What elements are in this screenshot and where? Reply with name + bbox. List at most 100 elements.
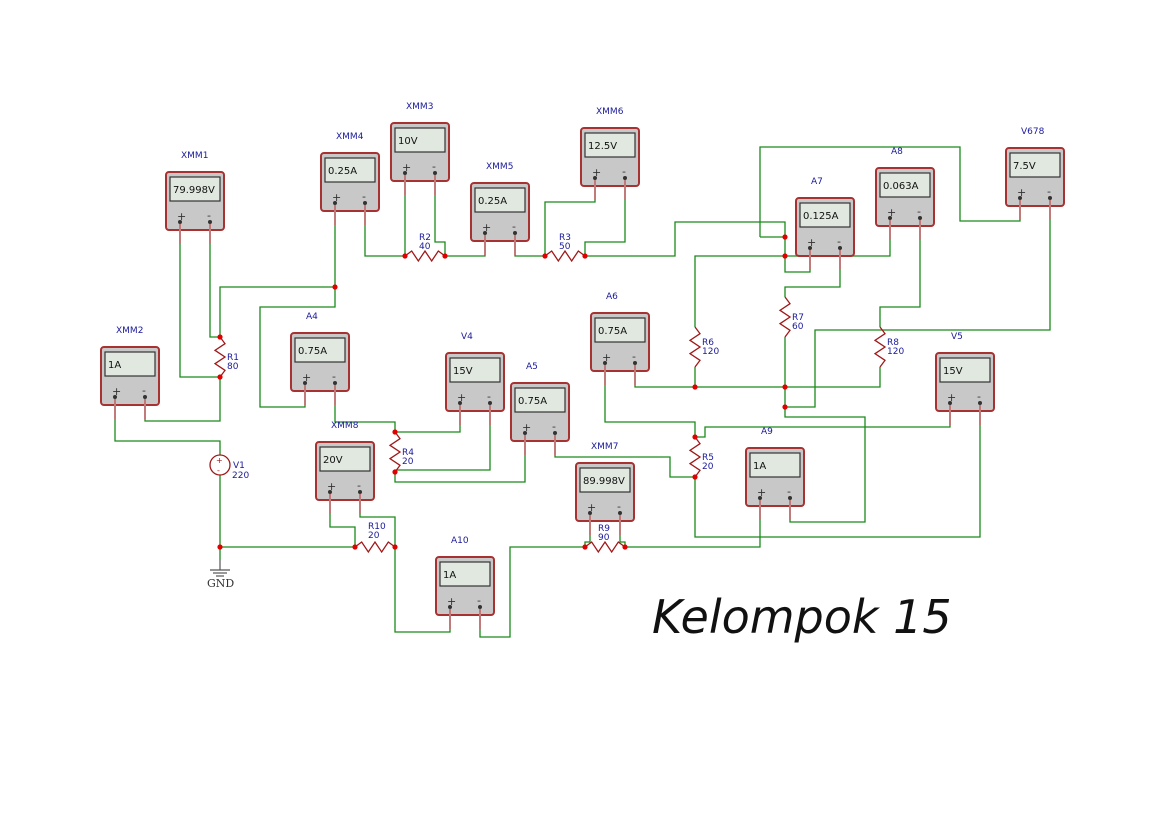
- junction-dot: [622, 544, 628, 550]
- wire: [634, 385, 695, 388]
- minus-terminal[interactable]: [1048, 196, 1052, 200]
- plus-terminal-sign: +: [457, 391, 466, 404]
- meter-label: XMM2: [116, 326, 143, 336]
- minus-terminal-sign: -: [1047, 185, 1051, 198]
- plus-terminal[interactable]: [523, 431, 527, 435]
- meter-display: [939, 357, 991, 383]
- minus-terminal[interactable]: [358, 490, 362, 494]
- plus-terminal[interactable]: [888, 216, 892, 220]
- plus-terminal[interactable]: [588, 511, 592, 515]
- minus-terminal-sign: -: [332, 370, 336, 383]
- minus-terminal[interactable]: [363, 201, 367, 205]
- junction-dot: [782, 384, 788, 390]
- meter-display: [439, 561, 491, 587]
- minus-terminal[interactable]: [433, 171, 437, 175]
- junction-dot: [582, 544, 588, 550]
- plus-terminal[interactable]: [1018, 196, 1022, 200]
- plus-terminal[interactable]: [403, 171, 407, 175]
- plus-terminal-sign: +: [482, 221, 491, 234]
- minus-terminal[interactable]: [208, 220, 212, 224]
- plus-terminal[interactable]: [603, 361, 607, 365]
- minus-terminal-sign: -: [487, 390, 491, 403]
- minus-terminal[interactable]: [553, 431, 557, 435]
- minus-terminal[interactable]: [633, 361, 637, 365]
- junction-dot: [392, 429, 398, 435]
- minus-terminal[interactable]: [838, 246, 842, 250]
- meter-display: [594, 317, 646, 343]
- junction-dot: [217, 374, 223, 380]
- plus-terminal[interactable]: [178, 220, 182, 224]
- plus-terminal[interactable]: [483, 231, 487, 235]
- junction-dot: [392, 544, 398, 550]
- minus-terminal[interactable]: [788, 496, 792, 500]
- minus-terminal[interactable]: [143, 395, 147, 399]
- plus-terminal-sign: +: [947, 391, 956, 404]
- voltage-source-v1[interactable]: + - V1 220: [209, 454, 249, 481]
- plus-terminal[interactable]: [328, 490, 332, 494]
- meter-label: A5: [526, 362, 538, 372]
- minus-terminal[interactable]: [618, 511, 622, 515]
- wire: [879, 240, 921, 327]
- meter-reading: 12.5V: [588, 141, 617, 152]
- meter-display: [324, 157, 376, 183]
- meter-reading: 20V: [323, 455, 343, 466]
- minus-terminal[interactable]: [918, 216, 922, 220]
- source-label: V1: [233, 461, 245, 471]
- meter-label: XMM7: [591, 442, 618, 452]
- plus-terminal[interactable]: [303, 381, 307, 385]
- plus-terminal[interactable]: [448, 605, 452, 609]
- plus-terminal[interactable]: [458, 401, 462, 405]
- junction-dot: [442, 253, 448, 259]
- plus-terminal[interactable]: [758, 496, 762, 500]
- plus-terminal[interactable]: [593, 176, 597, 180]
- resistor-label: R10: [368, 522, 386, 532]
- junctions: [217, 234, 788, 550]
- meter-display: [449, 357, 501, 383]
- minus-terminal[interactable]: [488, 401, 492, 405]
- plus-terminal[interactable]: [333, 201, 337, 205]
- plus-terminal-sign: +: [332, 191, 341, 204]
- minus-terminal[interactable]: [478, 605, 482, 609]
- minus-terminal[interactable]: [623, 176, 627, 180]
- wire: [554, 455, 695, 478]
- minus-terminal[interactable]: [978, 401, 982, 405]
- minus-terminal[interactable]: [513, 231, 517, 235]
- minus-terminal-sign: -: [837, 235, 841, 248]
- plus-terminal[interactable]: [808, 246, 812, 250]
- minus-terminal[interactable]: [333, 381, 337, 385]
- plus-terminal-sign: +: [602, 351, 611, 364]
- plus-terminal[interactable]: [113, 395, 117, 399]
- plus-terminal[interactable]: [948, 401, 952, 405]
- minus-terminal-sign: -: [617, 500, 621, 513]
